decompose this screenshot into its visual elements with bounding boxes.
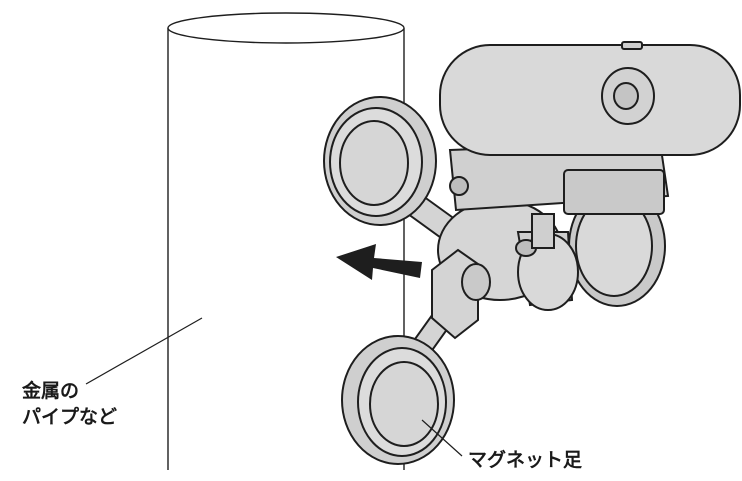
magnet-feet-label: マグネット足 bbox=[468, 449, 583, 471]
webcam bbox=[439, 41, 741, 156]
pipe-top-ellipse bbox=[167, 12, 405, 44]
webcam-body bbox=[439, 44, 741, 156]
magnet-foot-lower bbox=[341, 335, 455, 465]
webcam-top-button bbox=[621, 41, 643, 50]
magnet-foot-upper bbox=[323, 96, 437, 226]
camera-clamp bbox=[448, 140, 670, 215]
pipe-label-line2: パイプなど bbox=[22, 406, 118, 428]
magnet-leader-line bbox=[421, 419, 463, 457]
lock-knob bbox=[431, 248, 491, 340]
attach-direction-arrow bbox=[336, 244, 422, 280]
pipe-label: 金属の パイプなど bbox=[22, 378, 117, 430]
pipe-leader-line bbox=[85, 317, 203, 385]
magnet-foot-back bbox=[568, 185, 666, 307]
webcam-lens-inner bbox=[613, 82, 639, 110]
pipe-label-line1: 金属の bbox=[22, 380, 80, 402]
